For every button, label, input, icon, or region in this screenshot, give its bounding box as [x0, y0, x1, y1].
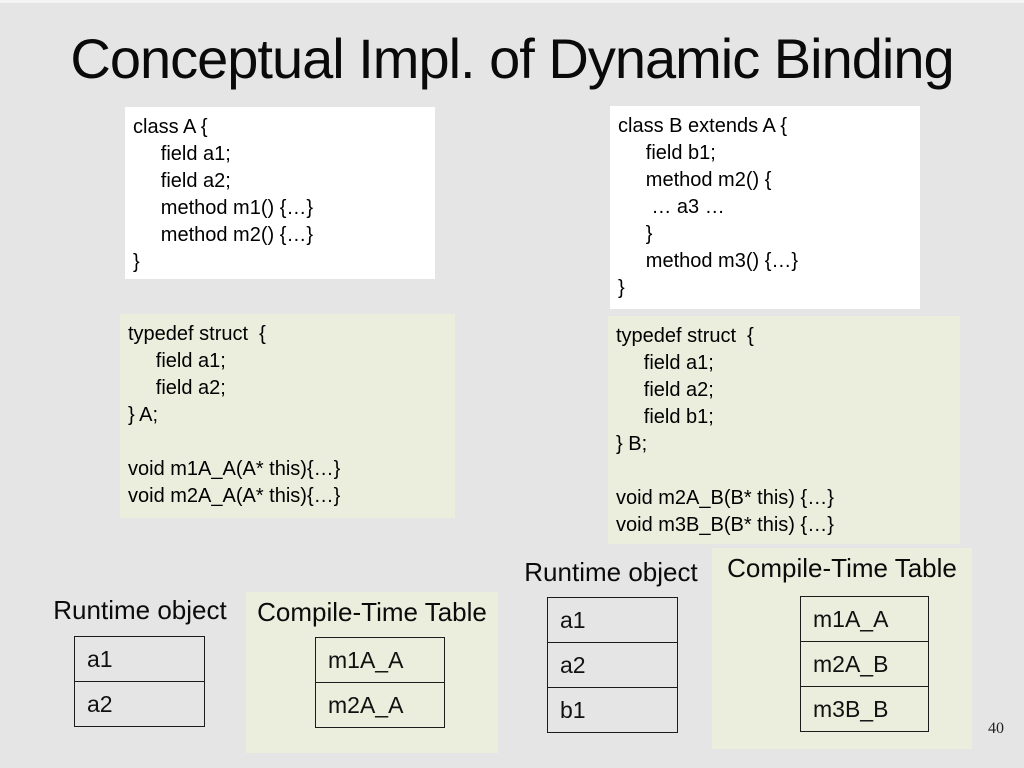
struct-b-impl-box: typedef struct { field a1; field a2; fie…: [608, 316, 960, 544]
compile-time-table-a-label: Compile-Time Table: [257, 597, 487, 627]
compile-time-table-a: m1A_A m2A_A: [315, 637, 445, 728]
method-slot: m2A_B: [801, 641, 928, 686]
memory-slot: a1: [560, 607, 586, 633]
code-line: }: [618, 277, 625, 299]
code-line: void m2A_A(A* this){…}: [128, 485, 341, 507]
compile-time-table-b-label: Compile-Time Table: [727, 553, 957, 583]
method-slot: m3B_B: [801, 686, 928, 731]
code-line: } A;: [128, 404, 159, 426]
slide-top-edge: [0, 0, 1024, 3]
code-line: }: [133, 251, 140, 273]
code-line: field a1;: [133, 143, 231, 165]
memory-slot: a1: [87, 646, 113, 672]
method-slot: m2A_A: [316, 682, 444, 727]
method-slot: m1A_A: [328, 647, 404, 673]
code-line: class A {: [133, 116, 208, 138]
runtime-object-b-label: Runtime object: [524, 557, 698, 587]
memory-slot: b1: [548, 687, 677, 732]
compile-time-table-b-panel: Compile-Time Table m1A_A m2A_B m3B_B: [712, 548, 972, 749]
compile-time-table-a-panel: Compile-Time Table m1A_A m2A_A: [246, 592, 498, 753]
code-line: [616, 458, 952, 485]
code-line: field a2;: [616, 379, 714, 401]
page-number: 40: [988, 720, 1004, 737]
code-line: class B extends A {: [618, 115, 787, 137]
code-line: typedef struct {: [128, 323, 266, 345]
code-line: field a2;: [133, 170, 231, 192]
code-line: method m3() {…}: [618, 250, 799, 272]
code-line: … a3 …: [618, 196, 725, 218]
struct-a-impl-box: typedef struct { field a1; field a2; } A…: [120, 314, 455, 518]
runtime-object-a-table: a1 a2: [74, 636, 205, 727]
code-line: typedef struct {: [616, 325, 754, 347]
code-line: method m1() {…}: [133, 197, 314, 219]
memory-slot: a2: [548, 642, 677, 687]
code-line: field a2;: [128, 377, 226, 399]
code-line: } B;: [616, 433, 648, 455]
code-line: field a1;: [616, 352, 714, 374]
method-slot: m1A_A: [813, 606, 889, 632]
slide-title: Conceptual Impl. of Dynamic Binding: [70, 27, 954, 90]
code-line: method m2() {: [618, 169, 772, 191]
code-line: method m2() {…}: [133, 224, 314, 246]
code-line: void m3B_B(B* this) {…}: [616, 514, 834, 536]
class-b-source-box: class B extends A { field b1; method m2(…: [610, 106, 920, 309]
runtime-object-a-label: Runtime object: [53, 595, 227, 625]
code-line: [128, 429, 447, 456]
compile-time-table-b: m1A_A m2A_B m3B_B: [800, 596, 929, 732]
code-line: void m2A_B(B* this) {…}: [616, 487, 834, 509]
memory-slot: a2: [75, 681, 204, 726]
class-a-source-box: class A { field a1; field a2; method m1(…: [125, 107, 435, 279]
code-line: void m1A_A(A* this){…}: [128, 458, 341, 480]
code-line: field b1;: [618, 142, 716, 164]
code-line: field b1;: [616, 406, 714, 428]
code-line: }: [618, 223, 653, 245]
runtime-object-b-table: a1 a2 b1: [547, 597, 678, 733]
code-line: field a1;: [128, 350, 226, 372]
